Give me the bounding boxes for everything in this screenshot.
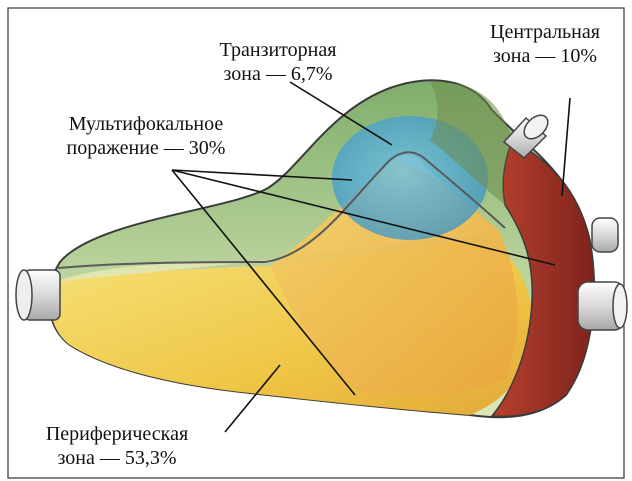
label-peripheral-line1: Периферическая	[12, 422, 222, 446]
label-central-line2: зона — 10%	[470, 44, 620, 68]
pointer-central	[562, 98, 570, 196]
label-central-zone: Центральная зона — 10%	[470, 20, 620, 68]
label-transition-zone: Транзиторная зона — 6,7%	[168, 38, 388, 86]
label-central-line1: Центральная	[470, 20, 620, 44]
label-transition-line1: Транзиторная	[168, 38, 388, 62]
label-multifocal: Мультифокальное поражение — 30%	[34, 112, 258, 160]
label-multifocal-line2: поражение — 30%	[34, 136, 258, 160]
label-transition-line2: зона — 6,7%	[168, 62, 388, 86]
label-peripheral-line2: зона — 53,3%	[12, 446, 222, 470]
label-multifocal-line1: Мультифокальное	[34, 112, 258, 136]
duct-right-tube-upper	[592, 218, 618, 252]
label-peripheral-zone: Периферическая зона — 53,3%	[12, 422, 222, 470]
urethra-left-tube	[16, 270, 60, 320]
urethra-right-tube	[578, 282, 627, 330]
